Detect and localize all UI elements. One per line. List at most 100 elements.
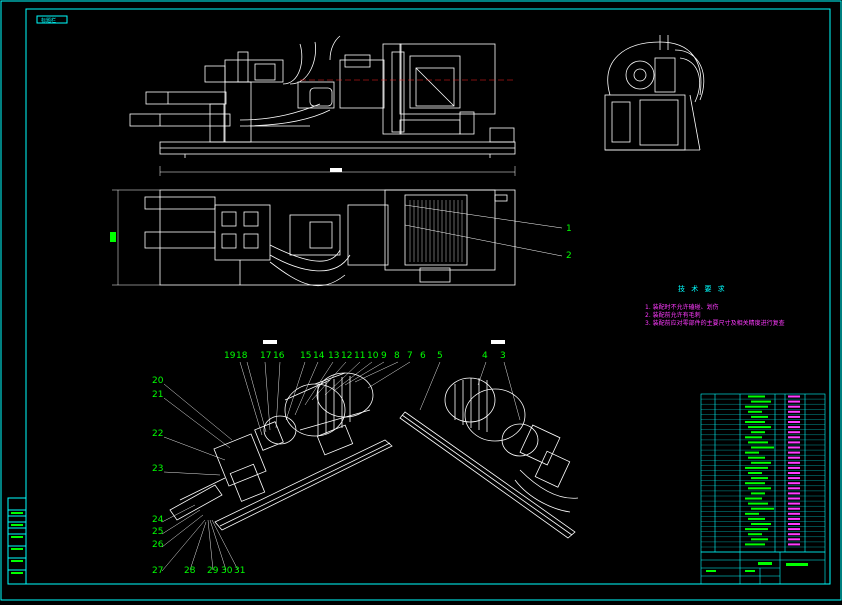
plan-label-2: 2 (566, 251, 572, 261)
parts-row-material-mark (788, 466, 800, 469)
callout-25: 25 (152, 527, 163, 537)
parts-row-material-mark (788, 415, 800, 418)
callout-17: 17 (260, 351, 271, 361)
parts-row-name-mark (751, 446, 774, 449)
parts-row-name-mark (745, 451, 759, 454)
parts-row-material-mark (788, 523, 800, 525)
callout-11: 11 (354, 351, 365, 361)
parts-row-material-mark (788, 400, 800, 403)
parts-row-name-mark (748, 517, 765, 520)
plan-view (144, 189, 516, 287)
parts-row-name-mark (748, 426, 771, 429)
title-tag: 标题栏 (41, 17, 56, 24)
parts-row-name-mark (748, 456, 765, 459)
title-block (700, 551, 826, 585)
parts-row-material-mark (788, 436, 800, 439)
parts-row-name-mark (745, 421, 765, 423)
parts-row-name-mark (745, 436, 762, 439)
parts-row-material-mark (788, 487, 800, 490)
parts-row-name-mark (751, 507, 774, 510)
callout-23: 23 (152, 464, 163, 474)
plan-dimension-value (110, 232, 116, 242)
parts-row-name-mark (751, 538, 768, 541)
tech-title: 技 术 要 求 (678, 284, 727, 293)
callout-10: 10 (367, 351, 379, 361)
parts-row-name-mark (748, 533, 762, 536)
callout-24: 24 (152, 515, 164, 525)
parts-row-name-mark (745, 512, 759, 515)
parts-row-name-mark (745, 497, 762, 500)
parts-row-name-mark (745, 482, 765, 485)
parts-row-material-mark (788, 512, 800, 515)
parts-row-material-mark (788, 456, 800, 459)
parts-row-name-mark (751, 400, 771, 403)
iso-view-right (399, 377, 579, 539)
parts-row-name-mark (751, 431, 765, 434)
parts-row-material-mark (788, 431, 800, 434)
callout-6: 6 (420, 351, 426, 361)
front-dimension-value (330, 168, 342, 172)
plan-dimension (112, 189, 160, 286)
left-strip (7, 497, 27, 585)
iso-view-left (169, 372, 393, 531)
parts-row-material-mark (788, 405, 800, 408)
callout-20: 20 (152, 376, 164, 386)
callout-30: 30 (221, 566, 233, 576)
callout-18: 18 (236, 351, 248, 361)
callout-12: 12 (341, 351, 352, 361)
callout-7: 7 (407, 351, 413, 361)
parts-row-material-mark (788, 441, 800, 444)
callout-22: 22 (152, 429, 163, 439)
callout-26: 26 (152, 540, 164, 550)
iso-right-leaders (419, 361, 521, 421)
parts-row-material-mark (788, 482, 800, 485)
plan-label-1: 1 (566, 224, 572, 234)
parts-row-name-mark (745, 528, 768, 531)
parts-row-material-mark (788, 461, 800, 464)
parts-row-material-mark (788, 410, 800, 413)
parts-row-material-mark (788, 421, 800, 423)
parts-row-material-mark (788, 538, 800, 541)
parts-row-name-mark (748, 410, 762, 413)
callout-28: 28 (184, 566, 196, 576)
iso-right-title (491, 340, 505, 344)
title-tag-box (36, 15, 68, 24)
parts-row-name-mark (751, 523, 771, 525)
parts-row-material-mark (788, 451, 800, 454)
title-block-marks (706, 562, 808, 572)
callout-14: 14 (313, 351, 325, 361)
parts-row-name-mark (751, 415, 768, 418)
inner-frame (25, 8, 831, 585)
parts-row-material-mark (788, 395, 800, 398)
callout-4: 4 (482, 351, 488, 361)
parts-row-name-mark (748, 395, 765, 398)
parts-row-name-mark (748, 472, 762, 474)
parts-row-material-mark (788, 477, 800, 480)
callout-16: 16 (273, 351, 285, 361)
parts-row-material-mark (788, 517, 800, 520)
parts-row-name-mark (745, 466, 768, 469)
side-view (604, 35, 705, 151)
callout-3: 3 (500, 351, 506, 361)
parts-row-material-mark (788, 446, 800, 449)
callout-8: 8 (394, 351, 400, 361)
callout-9: 9 (381, 351, 387, 361)
plan-leaders (404, 204, 563, 257)
callout-31: 31 (234, 566, 245, 576)
tech-note-2: 2. 装配前允许有毛刺 (645, 311, 701, 319)
parts-row-name-mark (751, 461, 771, 464)
parts-row-name-mark (751, 477, 768, 480)
plan-hatch (409, 200, 463, 262)
parts-row-material-mark (788, 497, 800, 500)
front-view (129, 35, 516, 158)
callout-19: 19 (224, 351, 236, 361)
parts-row-name-mark (745, 405, 768, 408)
callout-15: 15 (300, 351, 311, 361)
callout-21: 21 (152, 390, 163, 400)
callout-27: 27 (152, 566, 163, 576)
parts-row-name-mark (745, 543, 765, 546)
callout-13: 13 (328, 351, 339, 361)
parts-row-material-mark (788, 507, 800, 510)
